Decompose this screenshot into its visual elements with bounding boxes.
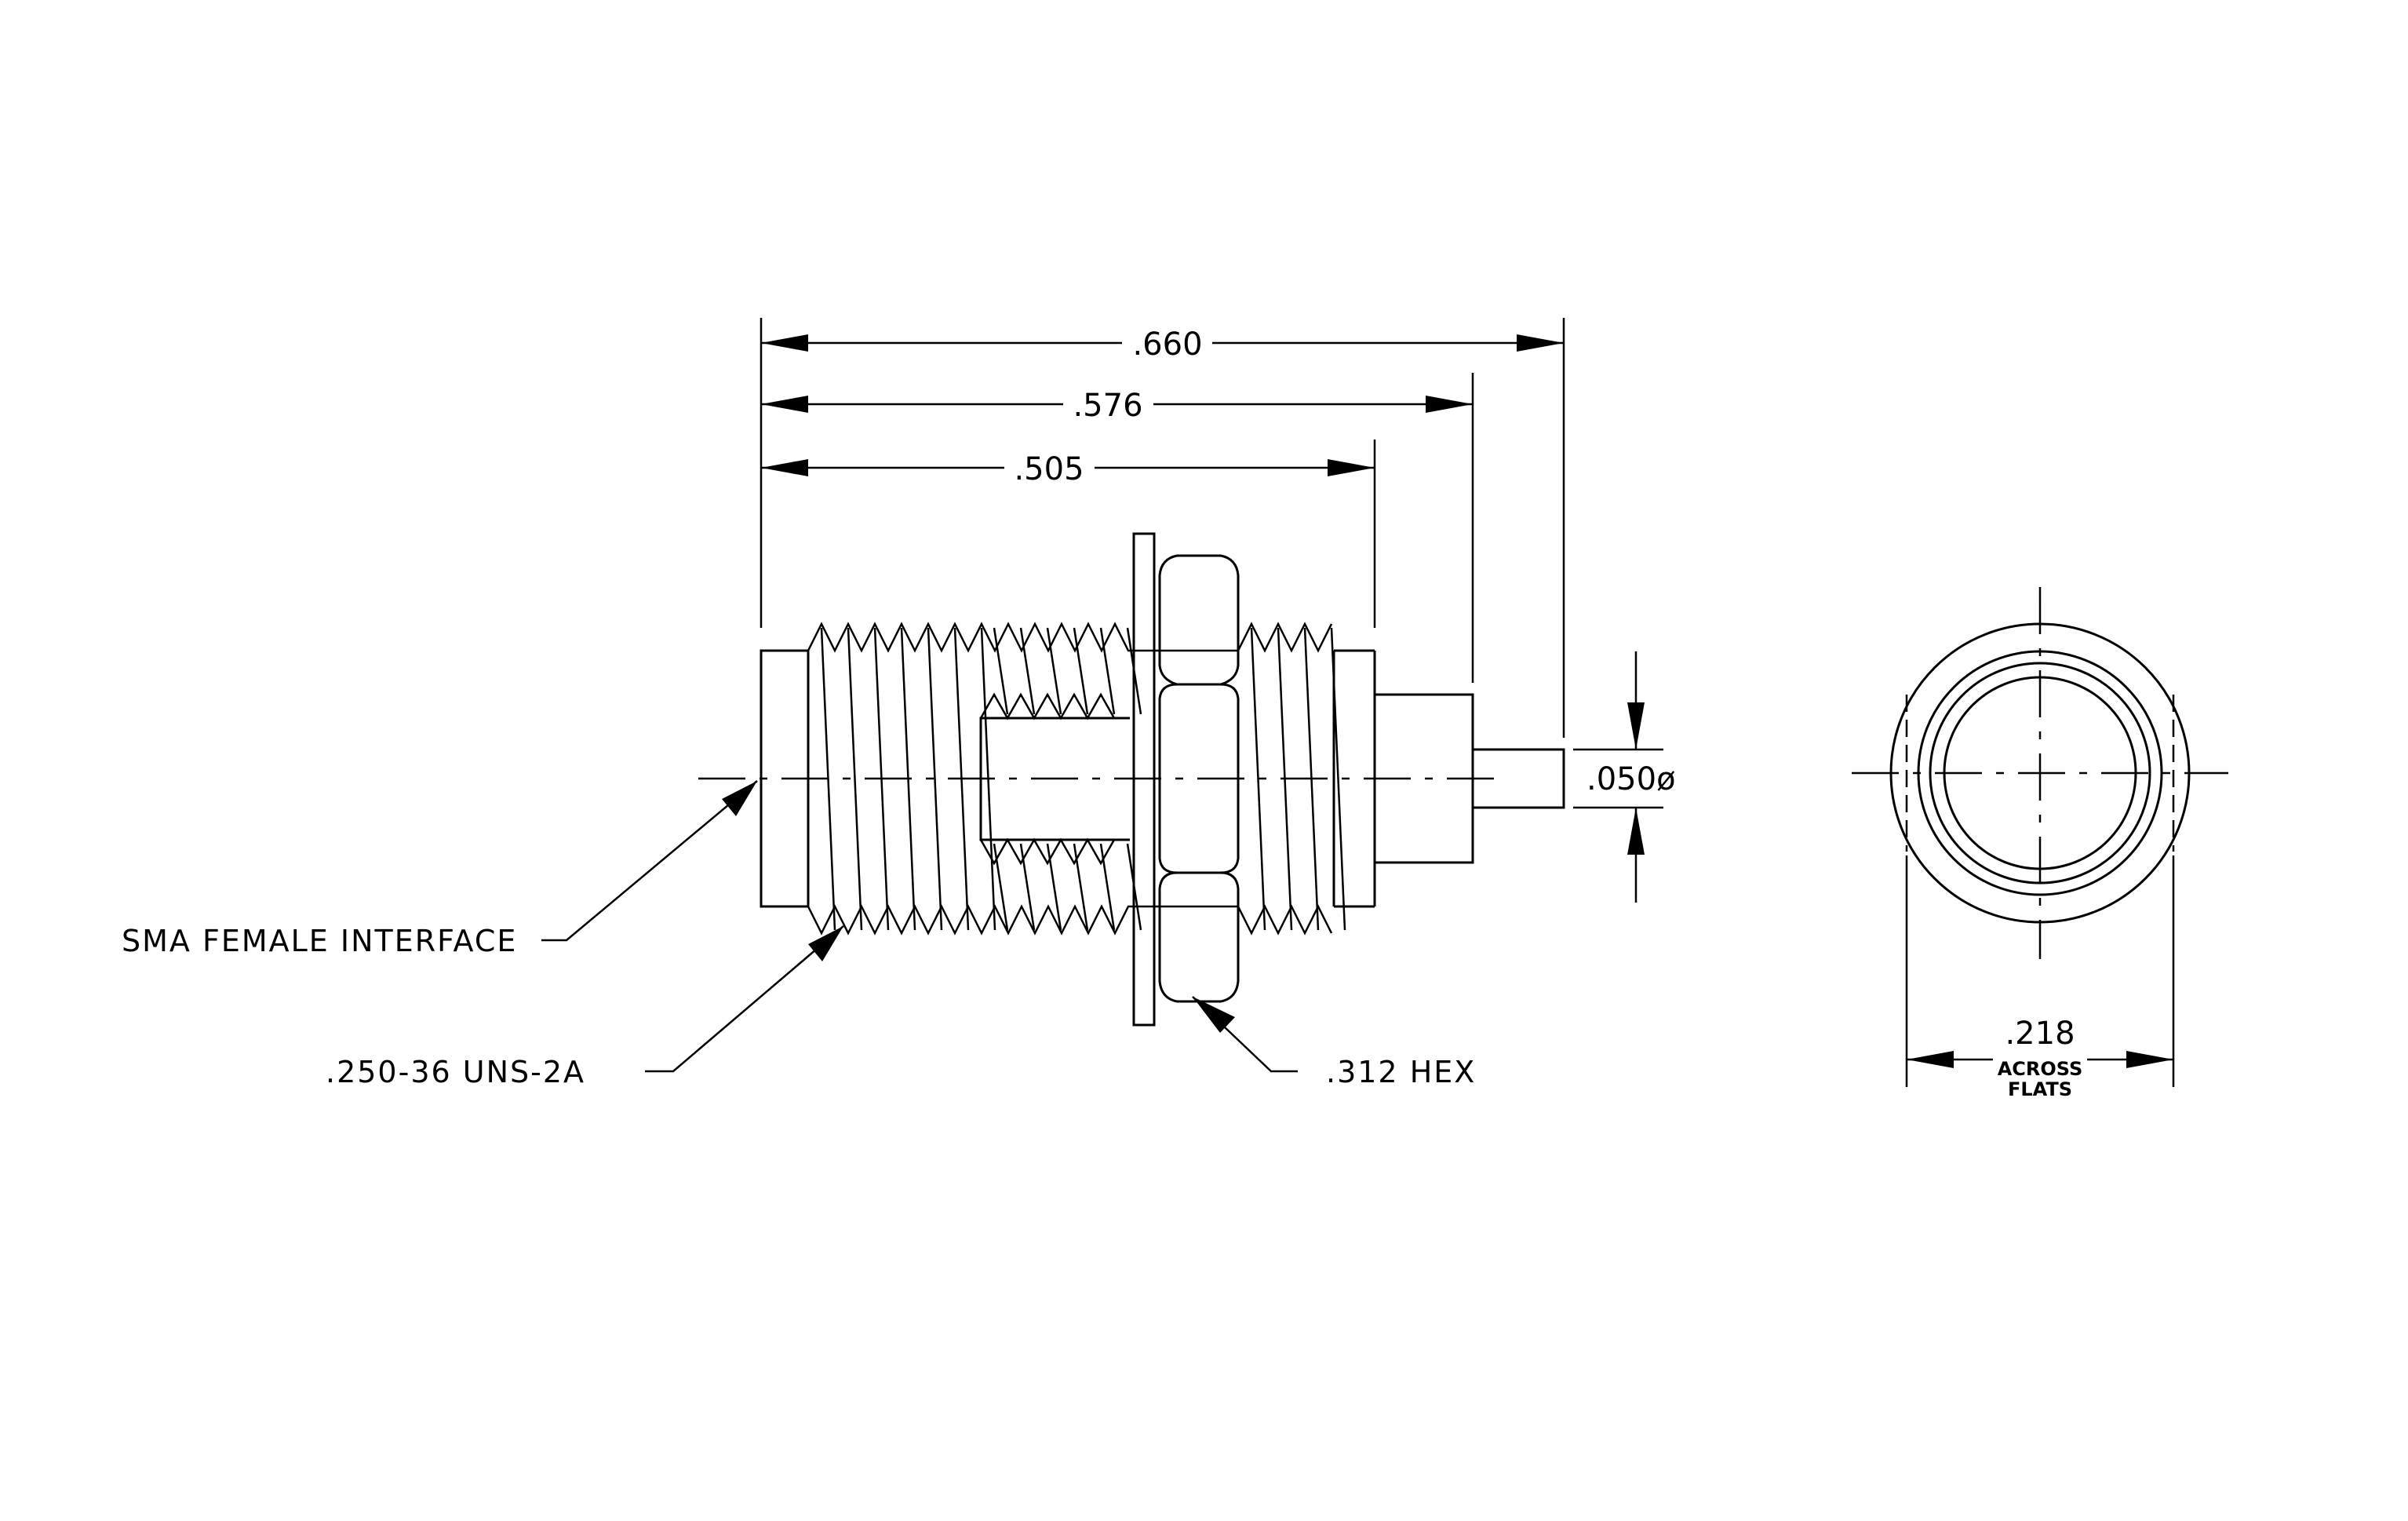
dimension-pin-diameter: .050ø (1587, 761, 1676, 797)
thread-crests-top (807, 622, 1333, 653)
callout-thread: .250-36 UNS-2A (326, 1055, 585, 1089)
thread-line (847, 627, 863, 931)
dimension-across-flats: .218 (2005, 1016, 2075, 1052)
callout-hex: .312 HEX (1326, 1055, 1476, 1089)
thread-line (993, 627, 1009, 715)
thread-line (1046, 627, 1062, 715)
thread-line (927, 627, 943, 931)
bore-thread-bottom (979, 837, 1116, 866)
front-view: .218 ACROSS FLATS (1852, 587, 2228, 1100)
thread-line (1073, 627, 1089, 715)
dimension-body-length: .576 (1073, 388, 1142, 424)
hex-nut (1158, 554, 1240, 1003)
callouts: SMA FEMALE INTERFACE .250-36 UNS-2A .312… (122, 780, 1476, 1089)
across-label: ACROSS (1998, 1058, 2083, 1080)
dimension-thread-length: .505 (1014, 451, 1084, 487)
thread-line (1250, 627, 1266, 931)
side-view (698, 532, 1565, 1027)
thread-line (1330, 627, 1346, 931)
callout-interface: SMA FEMALE INTERFACE (122, 924, 517, 958)
thread-crests-bottom (807, 904, 1333, 936)
dimension-overall-length: .660 (1132, 326, 1202, 363)
thread-line (1099, 627, 1116, 715)
dimension-lines: .660 .576 .505 .050ø (760, 318, 1676, 903)
thread-line (1019, 627, 1036, 715)
bore-thread-top (979, 692, 1116, 720)
flats-label: FLATS (2008, 1078, 2072, 1100)
